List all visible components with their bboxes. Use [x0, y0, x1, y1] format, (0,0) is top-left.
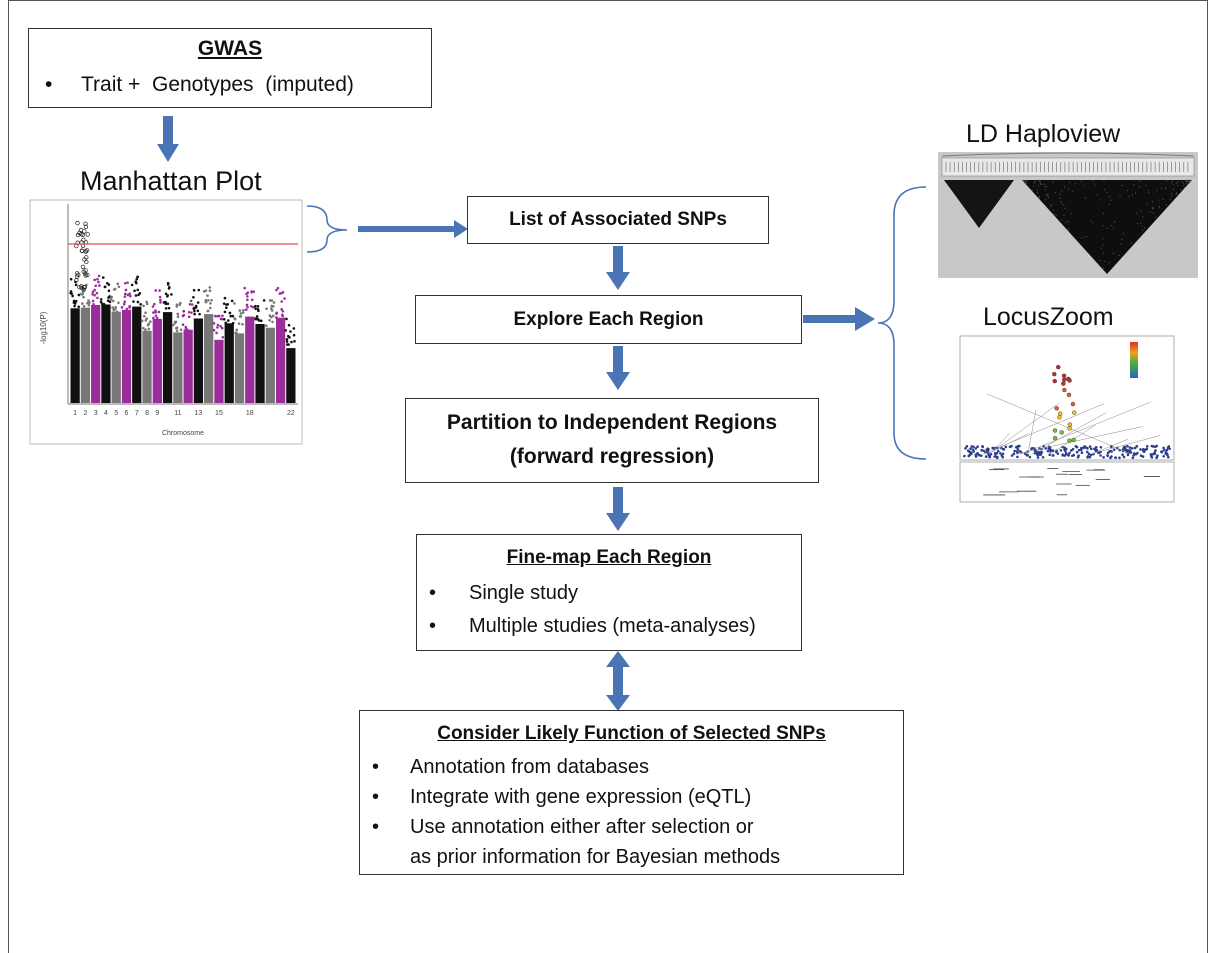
manhattan-chrom-5: [111, 311, 121, 403]
manhattan-chrom-4: [101, 304, 111, 403]
list-snps-label: List of Associated SNPs: [509, 209, 727, 230]
explore-label: Explore Each Region: [513, 309, 704, 330]
manhattan-chrom-11: [173, 332, 183, 403]
manhattan-chrom-19: [255, 324, 265, 403]
locuszoom-title: LocusZoom: [983, 303, 1114, 331]
consider-title: Consider Likely Function of Selected SNP…: [437, 723, 826, 744]
arrow-list-to-explore: [606, 246, 630, 290]
consider-bullet-dot-2: •: [372, 786, 380, 808]
manhattan-chrom-2: [80, 307, 91, 403]
gwas-bullet-text: Trait + Genotypes (imputed): [81, 73, 354, 96]
manhattan-tick-1: 1: [73, 410, 77, 417]
manhattan-tick-8: 8: [145, 410, 149, 417]
manhattan-chrom-15: [214, 339, 224, 403]
haploview-image: [938, 152, 1198, 278]
manhattan-tick-7: 7: [135, 410, 139, 417]
arrow-to-list-snps: [358, 220, 468, 238]
gwas-bullet-dot: •: [45, 73, 53, 96]
arrow-explore-right: [803, 307, 875, 331]
consider-bullet-2: Integrate with gene expression (eQTL): [410, 786, 752, 808]
arrow-gwas-down: [157, 116, 179, 162]
manhattan-chrom-22: [286, 348, 296, 403]
manhattan-xlabel: Chromosome: [162, 430, 204, 437]
manhattan-chrom-6: [121, 309, 132, 403]
manhattan-chrom-17: [234, 333, 245, 403]
manhattan-ylabel: -log10(P): [39, 311, 48, 344]
manhattan-chrom-12: [183, 329, 193, 403]
haploview-title: LD Haploview: [966, 120, 1121, 148]
manhattan-tick-15: 15: [215, 410, 223, 417]
manhattan-chrom-7: [132, 306, 142, 403]
consider-bullet-dot-1: •: [372, 756, 380, 778]
explore-box: Explore Each Region: [415, 295, 802, 344]
partition-line2: (forward regression): [509, 445, 715, 468]
finemap-bullet-1: Single study: [469, 582, 578, 604]
gwas-title: GWAS: [197, 37, 263, 60]
finemap-bullet-2: Multiple studies (meta-analyses): [469, 615, 756, 637]
manhattan-chrom-9: [152, 318, 162, 403]
consider-bullet-3: Use annotation either after selection or: [410, 816, 754, 838]
partition-line1: Partition to Independent Regions: [446, 411, 778, 434]
manhattan-tick-4: 4: [104, 410, 108, 417]
double-arrow-finemap-consider: [606, 651, 630, 711]
manhattan-chrom-10: [162, 312, 173, 403]
finemap-bullet-dot-2: •: [429, 615, 437, 637]
arrow-explore-to-partition: [606, 346, 630, 390]
partition-box: Partition to Independent Regions (forwar…: [405, 398, 819, 483]
manhattan-chrom-8: [142, 330, 152, 403]
arrow-partition-to-finemap: [606, 487, 630, 531]
manhattan-chrom-14: [204, 314, 214, 403]
manhattan-tick-5: 5: [114, 410, 118, 417]
figure-frame: [8, 0, 1208, 953]
manhattan-tick-2: 2: [83, 410, 87, 417]
consider-bullet-1: Annotation from databases: [410, 756, 650, 778]
consider-continuation: as prior information for Bayesian method…: [410, 846, 781, 868]
locuszoom-image: [942, 334, 1190, 514]
manhattan-tick-11: 11: [174, 410, 181, 417]
consider-bullet-dot-3: •: [372, 816, 380, 838]
manhattan-chrom-18: [245, 316, 255, 403]
manhattan-title: Manhattan Plot: [80, 166, 262, 196]
right-curly-bracket: [877, 186, 927, 460]
manhattan-tick-9: 9: [155, 410, 159, 417]
consider-box: Consider Likely Function of Selected SNP…: [359, 710, 904, 875]
manhattan-chrom-1: [70, 308, 80, 403]
list-snps-box: List of Associated SNPs: [467, 196, 769, 244]
finemap-box: Fine-map Each Region • Single study • Mu…: [416, 534, 802, 651]
manhattan-tick-22: 22: [287, 410, 295, 417]
gwas-box: GWAS • Trait + Genotypes (imputed): [28, 28, 432, 108]
manhattan-tick-13: 13: [195, 410, 203, 417]
manhattan-tick-18: 18: [246, 410, 254, 417]
manhattan-chrom-16: [224, 323, 234, 403]
finemap-bullet-dot-1: •: [429, 582, 437, 604]
manhattan-chrom-3: [91, 304, 101, 403]
manhattan-chrom-20: [265, 327, 275, 403]
manhattan-bracket: [306, 205, 348, 253]
manhattan-chrom-13: [193, 318, 204, 403]
manhattan-tick-6: 6: [125, 410, 129, 417]
finemap-title: Fine-map Each Region: [506, 547, 712, 568]
manhattan-tick-3: 3: [94, 410, 98, 417]
manhattan-chrom-21: [275, 317, 286, 403]
